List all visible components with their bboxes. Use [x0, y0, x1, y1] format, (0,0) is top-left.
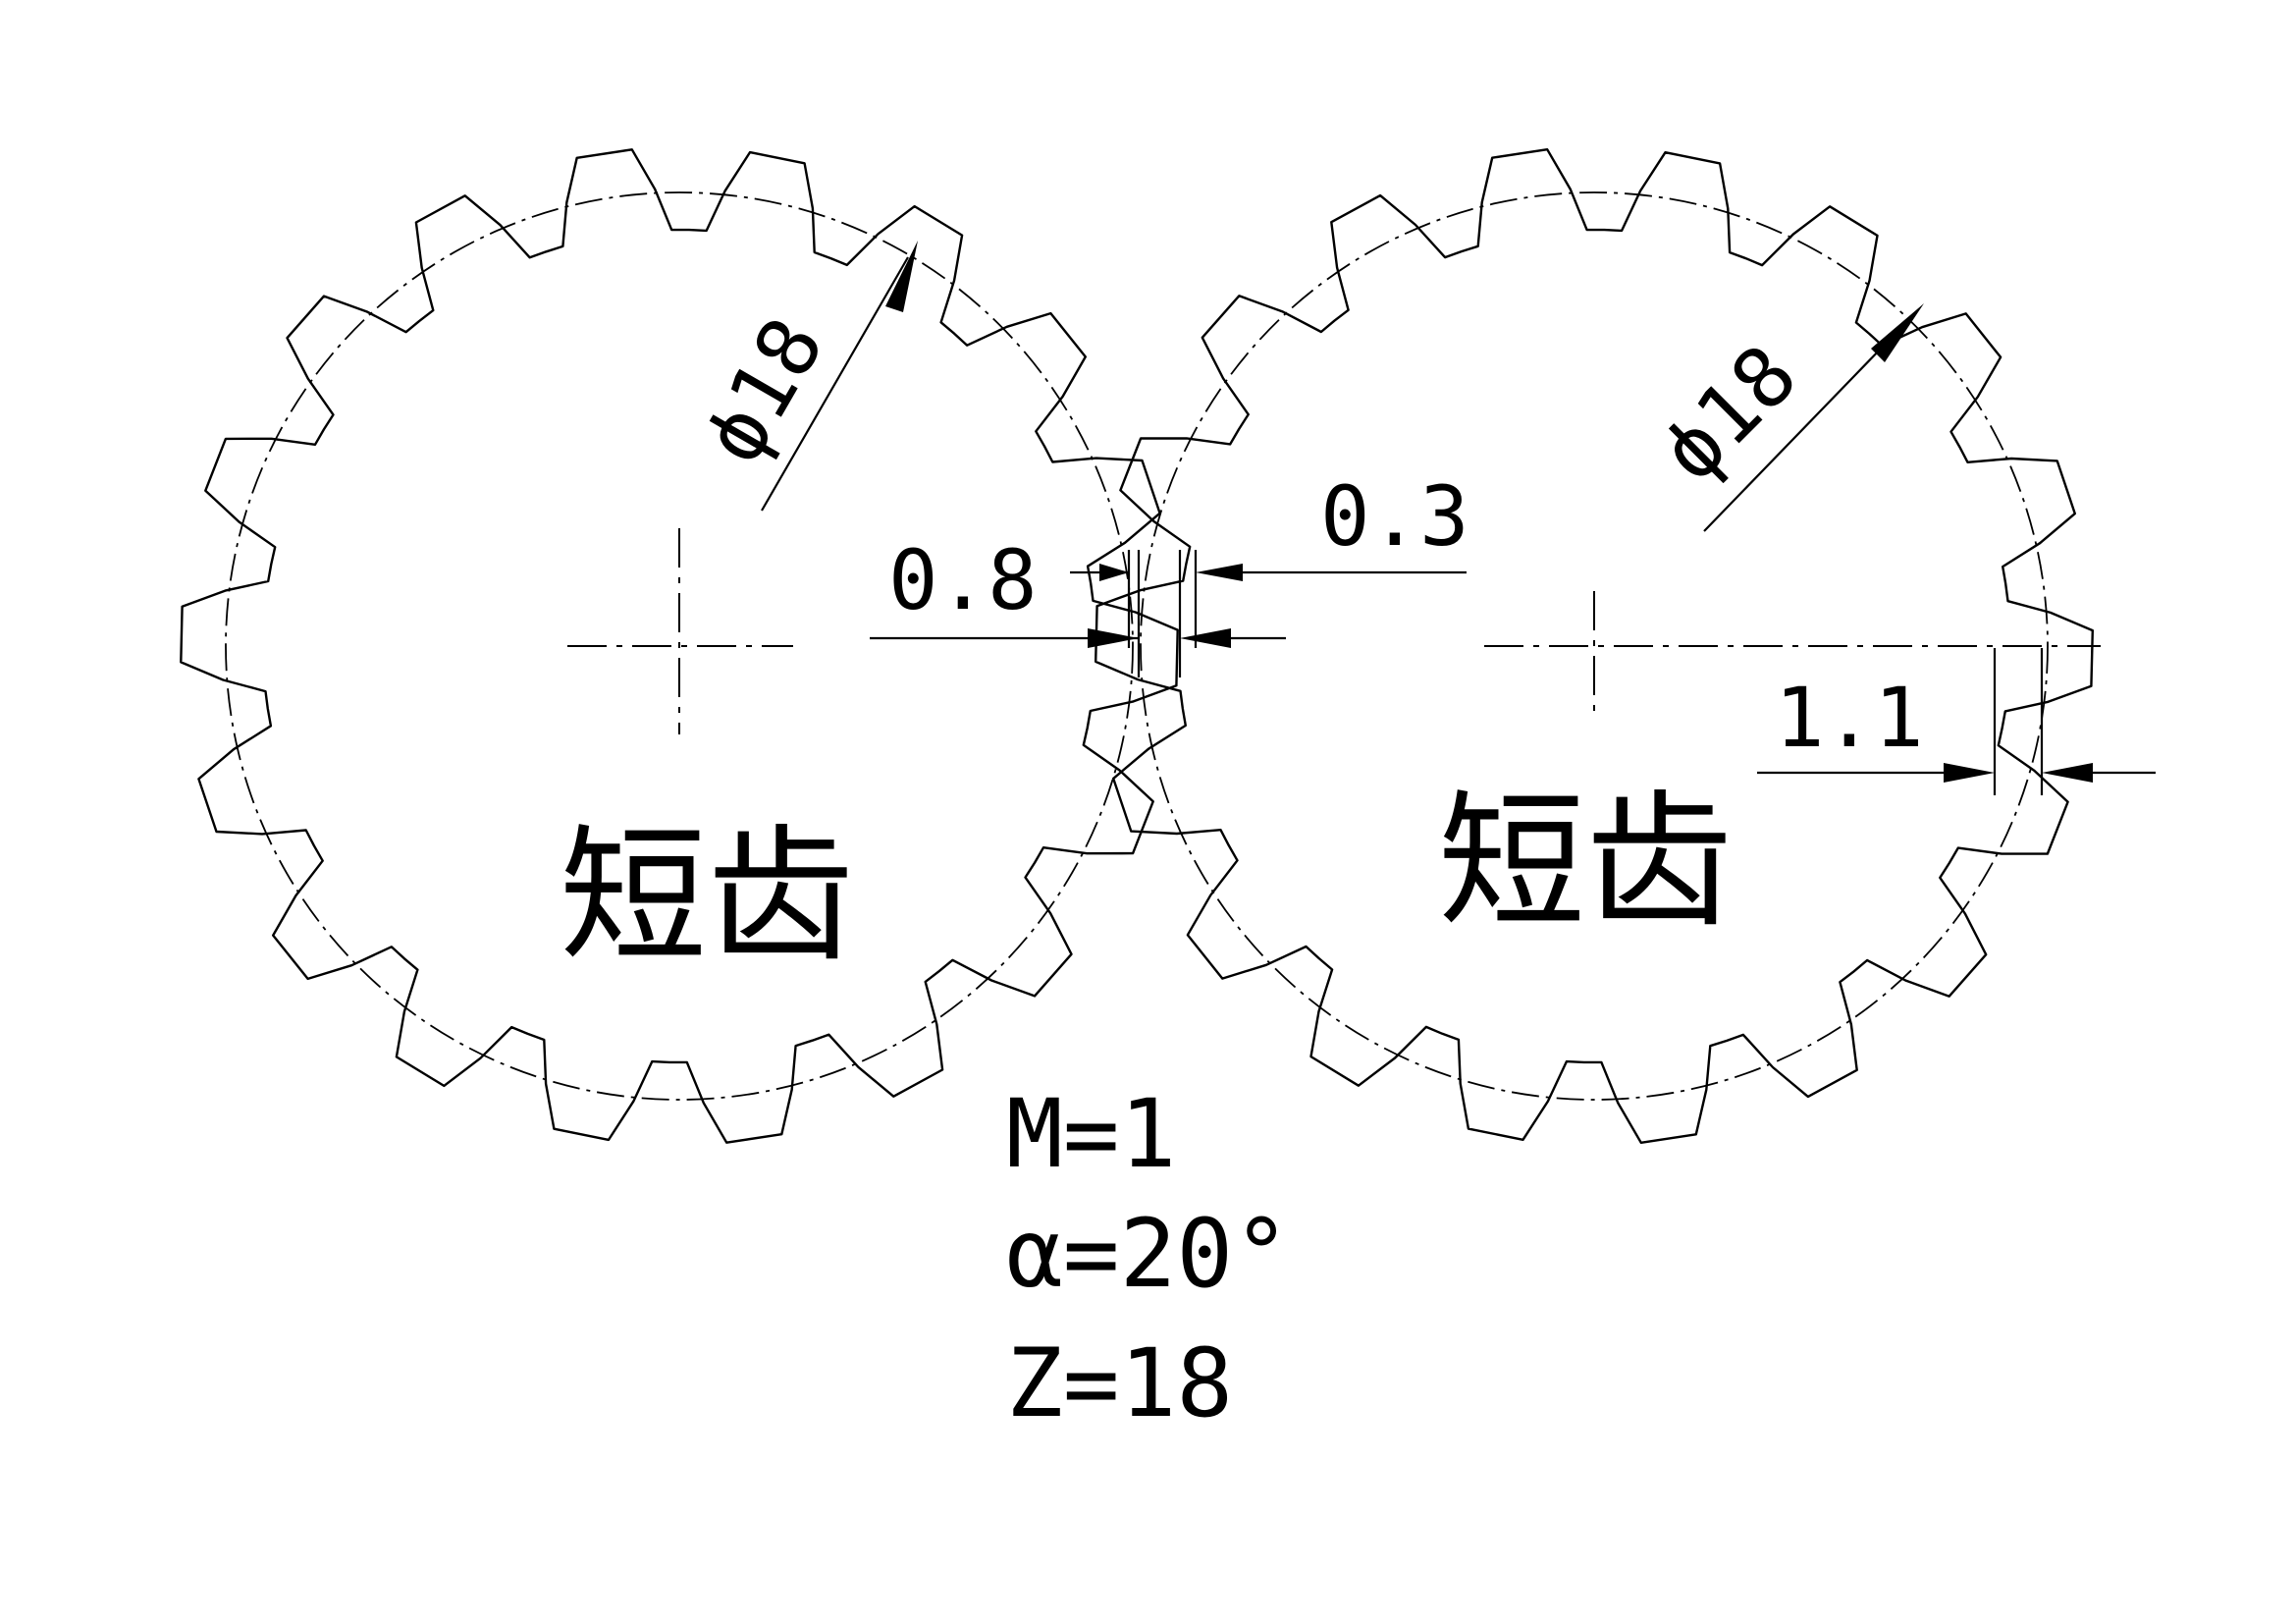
dim-right-gap — [1757, 648, 2156, 795]
right-gear-tooth-profile — [1095, 148, 2094, 1144]
mid-gap-label: 0.3 — [1320, 468, 1469, 565]
left-gap-label: 0.8 — [888, 532, 1038, 628]
left-gear-tooth-profile — [180, 148, 1179, 1144]
right-gear-pitch-circle — [1140, 191, 2049, 1101]
left-diameter-label: ϕ18 — [684, 302, 842, 479]
param-module: M=1 — [1006, 1079, 1176, 1189]
param-tooth-count: Z=18 — [1006, 1328, 1233, 1438]
right-diameter-label: ϕ18 — [1642, 327, 1816, 501]
left-gear — [180, 148, 1179, 1144]
right-gear — [1095, 148, 2101, 1144]
right-diameter-leader — [1703, 303, 1924, 532]
param-pressure-angle: α=20° — [1006, 1199, 1290, 1309]
left-gear-label: 短齿 — [560, 812, 854, 983]
dim-mid-gap — [1070, 550, 1467, 648]
dim-left-gap — [870, 550, 1286, 677]
left-gear-pitch-circle — [225, 191, 1134, 1101]
right-gap-label: 1.1 — [1775, 670, 1924, 766]
right-gear-label: 短齿 — [1438, 778, 1733, 948]
left-diameter-leader — [761, 241, 918, 512]
